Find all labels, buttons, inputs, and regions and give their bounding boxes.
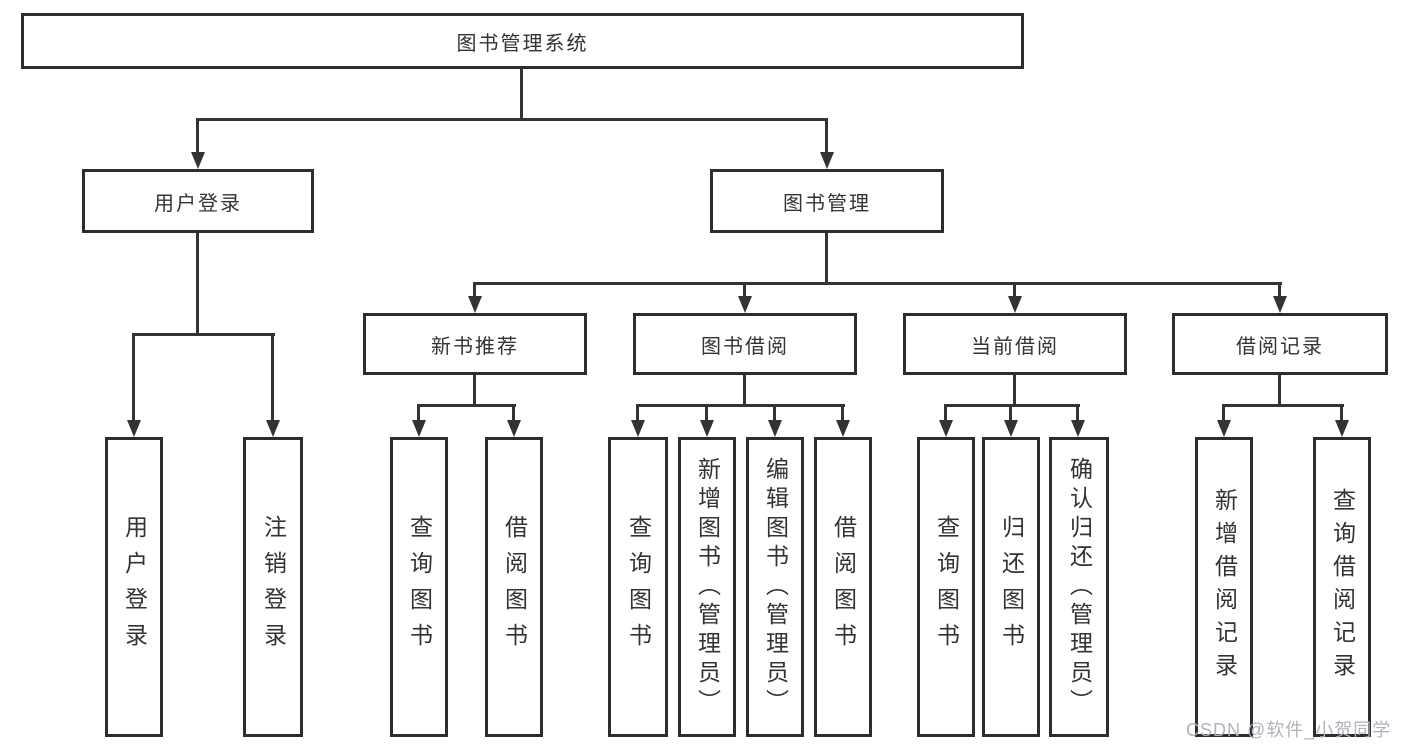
arrow-down xyxy=(507,420,521,437)
leaf-confirm-return-admin-label: 确认归还（管理员） xyxy=(1066,456,1093,718)
leaf-borrow-books-1-label: 借阅图书 xyxy=(501,515,528,659)
connector-line xyxy=(1013,375,1016,407)
connector-line xyxy=(841,404,844,420)
leaf-confirm-return-admin: 确认归还（管理员） xyxy=(1049,437,1109,737)
node-new-book-recommend-label: 新书推荐 xyxy=(431,335,519,358)
node-new-book-recommend: 新书推荐 xyxy=(363,313,587,375)
leaf-add-borrow-record-label: 新增借阅记录 xyxy=(1211,488,1238,686)
connector-line xyxy=(196,118,828,121)
connector-line xyxy=(743,282,746,298)
leaf-borrow-books-2-label: 借阅图书 xyxy=(830,515,857,659)
connector-line xyxy=(1222,404,1225,420)
node-current-borrow-label: 当前借阅 xyxy=(971,335,1059,358)
leaf-return-book: 归还图书 xyxy=(982,437,1040,737)
leaf-query-books-3: 查询图书 xyxy=(917,437,975,737)
node-current-borrow: 当前借阅 xyxy=(903,313,1127,375)
connector-line xyxy=(512,404,515,420)
connector-line xyxy=(196,118,199,154)
leaf-query-books-3-label: 查询图书 xyxy=(933,515,960,659)
arrow-down xyxy=(266,420,280,437)
arrow-down xyxy=(768,420,782,437)
connector-line xyxy=(636,404,845,407)
leaf-borrow-books-2: 借阅图书 xyxy=(814,437,872,737)
connector-line xyxy=(473,282,1282,285)
node-book-borrow-label: 图书借阅 xyxy=(701,335,789,358)
connector-line xyxy=(705,404,708,420)
connector-line xyxy=(1340,404,1343,420)
arrow-down xyxy=(1008,296,1022,313)
leaf-query-books-1-label: 查询图书 xyxy=(406,515,433,659)
connector-line xyxy=(417,404,420,420)
connector-line xyxy=(1013,282,1016,298)
connector-line xyxy=(1222,404,1344,407)
leaf-edit-book-admin: 编辑图书（管理员） xyxy=(746,437,804,737)
leaf-edit-book-admin-label: 编辑图书（管理员） xyxy=(762,456,789,718)
leaf-add-book-admin-label: 新增图书（管理员） xyxy=(694,456,721,718)
connector-line xyxy=(1076,404,1079,420)
connector-line xyxy=(636,404,639,420)
arrow-down xyxy=(939,420,953,437)
connector-line xyxy=(271,333,274,420)
csdn-watermark: CSDN @软件_小贺同学 xyxy=(1186,720,1392,740)
node-borrow-records-label: 借阅记录 xyxy=(1236,335,1324,358)
arrow-down xyxy=(820,152,834,169)
connector-line xyxy=(520,69,523,121)
connector-line xyxy=(473,282,476,298)
connector-line xyxy=(132,333,275,336)
connector-line xyxy=(825,233,828,285)
arrow-down xyxy=(412,420,426,437)
connector-line xyxy=(1009,404,1012,420)
arrow-down xyxy=(1335,420,1349,437)
connector-line xyxy=(743,375,746,407)
node-root-label: 图书管理系统 xyxy=(456,32,589,55)
connector-line xyxy=(196,233,199,336)
node-book-borrow: 图书借阅 xyxy=(633,313,857,375)
arrow-down xyxy=(468,296,482,313)
connector-line xyxy=(1278,375,1281,407)
connector-line xyxy=(132,333,135,420)
leaf-logout: 注销登录 xyxy=(243,437,303,737)
node-borrow-records: 借阅记录 xyxy=(1172,313,1388,375)
arrow-down xyxy=(1273,296,1287,313)
leaf-logout-label: 注销登录 xyxy=(260,515,287,659)
arrow-down xyxy=(738,296,752,313)
leaf-query-books-2-label: 查询图书 xyxy=(625,515,652,659)
arrow-down xyxy=(836,420,850,437)
connector-line xyxy=(944,404,947,420)
connector-line xyxy=(473,375,476,407)
leaf-borrow-books-1: 借阅图书 xyxy=(485,437,543,737)
leaf-query-books-2: 查询图书 xyxy=(608,437,668,737)
node-user-login-label: 用户登录 xyxy=(154,192,242,215)
connector-line xyxy=(1278,282,1281,298)
leaf-return-book-label: 归还图书 xyxy=(998,515,1025,659)
arrow-down xyxy=(191,152,205,169)
leaf-query-borrow-record: 查询借阅记录 xyxy=(1313,437,1371,737)
arrow-down xyxy=(127,420,141,437)
leaf-query-books-1: 查询图书 xyxy=(390,437,448,737)
node-user-login: 用户登录 xyxy=(82,169,314,233)
leaf-user-login: 用户登录 xyxy=(105,437,163,737)
arrow-down xyxy=(1004,420,1018,437)
leaf-user-login-label: 用户登录 xyxy=(121,515,148,659)
node-book-management: 图书管理 xyxy=(710,169,944,233)
node-book-management-label: 图书管理 xyxy=(783,192,871,215)
connector-line xyxy=(417,404,516,407)
connector-line xyxy=(825,118,828,154)
arrow-down xyxy=(631,420,645,437)
arrow-down xyxy=(1217,420,1231,437)
connector-line xyxy=(944,404,1080,407)
leaf-add-borrow-record: 新增借阅记录 xyxy=(1195,437,1253,737)
arrow-down xyxy=(700,420,714,437)
leaf-add-book-admin: 新增图书（管理员） xyxy=(678,437,736,737)
arrow-down xyxy=(1071,420,1085,437)
connector-line xyxy=(773,404,776,420)
node-root: 图书管理系统 xyxy=(21,13,1024,69)
leaf-query-borrow-record-label: 查询借阅记录 xyxy=(1329,488,1356,686)
